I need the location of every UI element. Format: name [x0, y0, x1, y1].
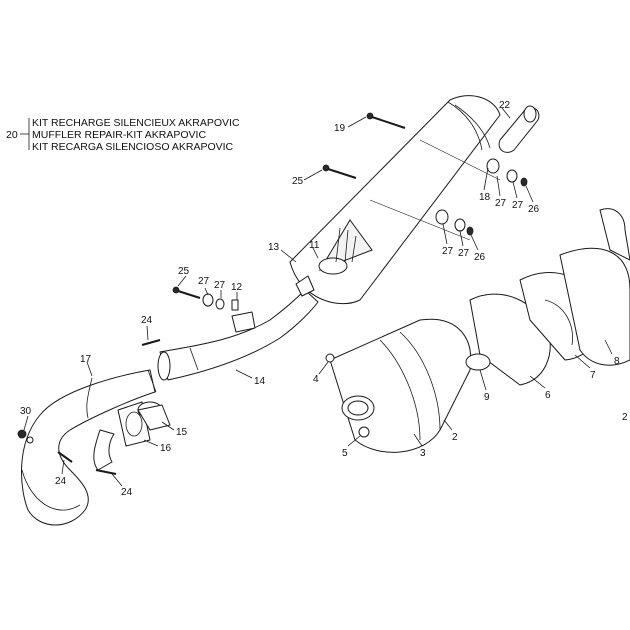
callout-27-e: 27: [198, 276, 210, 287]
callout-27-c: 27: [442, 246, 454, 257]
bolt-25-lower: [172, 286, 201, 299]
intake-boot: [341, 395, 375, 421]
bolt-25-upper: [322, 164, 357, 179]
callout-3: 3: [420, 448, 426, 459]
callout-18: 18: [479, 192, 491, 203]
callout-19: 19: [334, 123, 346, 134]
kit-label: 20 KIT RECHARGE SILENCIEUX AKRAPOVIC MUF…: [6, 117, 240, 153]
callout-27-d: 27: [458, 248, 470, 259]
washers-upper: [486, 158, 528, 187]
spring-clamp-upper: [141, 339, 161, 346]
insert-tube: [498, 105, 540, 153]
mount-bracket: [231, 311, 256, 333]
callout-24-a: 24: [141, 315, 153, 326]
callout-13: 13: [268, 242, 280, 253]
callout-27-a: 27: [495, 198, 507, 209]
callout-labels: 19 22 25 18 27 27 26 27 27 26 13 11 25 2…: [20, 100, 628, 498]
kit-line-french: KIT RECHARGE SILENCIEUX AKRAPOVIC: [32, 117, 240, 129]
callout-26-a: 26: [528, 204, 540, 215]
kit-number: 20: [6, 129, 18, 141]
spacer-tube: [465, 353, 491, 371]
callout-4: 4: [313, 374, 319, 385]
washers-lower: [435, 209, 474, 236]
callout-16: 16: [160, 443, 172, 454]
callout-6: 6: [545, 390, 551, 401]
callout-14: 14: [254, 376, 266, 387]
airbox-shell: [559, 208, 630, 366]
callout-25-upper: 25: [292, 176, 304, 187]
callout-30: 30: [20, 406, 32, 417]
callout-15: 15: [176, 427, 188, 438]
leader-lines: [23, 107, 613, 487]
kit-line-spanish: KIT RECARGA SILENCIOSO AKRAPOVIC: [32, 141, 234, 153]
sleeve: [137, 401, 171, 431]
header-pipe: [20, 369, 157, 526]
end-cap-cone: [318, 219, 373, 275]
callout-7: 7: [590, 370, 596, 381]
washers-bracket: [202, 293, 239, 311]
bolt-19: [366, 112, 406, 129]
callout-8: 8: [614, 356, 620, 367]
callout-11: 11: [309, 240, 320, 251]
callout-9: 9: [484, 392, 490, 403]
link-pipe: [157, 289, 319, 381]
callout-12: 12: [231, 282, 243, 293]
kit-line-english: MUFFLER REPAIR-KIT AKRAPOVIC: [32, 129, 206, 141]
callout-24-c: 24: [121, 487, 133, 498]
muffler: [289, 95, 501, 305]
callout-edge-2: 2: [622, 412, 628, 423]
callout-27-f: 27: [214, 280, 226, 291]
callout-27-b: 27: [512, 200, 524, 211]
callout-26-b: 26: [474, 252, 486, 263]
callout-5: 5: [342, 448, 348, 459]
callout-17: 17: [80, 354, 92, 365]
housing-cover: [329, 318, 472, 453]
spring-clamp-lower-right: [95, 469, 117, 475]
collar-13: [295, 275, 315, 297]
callout-25-lower: 25: [178, 266, 190, 277]
spring-clamp-lower-left: [57, 451, 73, 463]
callout-24-b: 24: [55, 476, 67, 487]
small-clamp-5: [358, 426, 370, 438]
small-nut: [325, 353, 335, 363]
callout-22: 22: [499, 100, 511, 111]
drain-plug-30: [17, 429, 34, 444]
callout-2: 2: [452, 432, 458, 443]
